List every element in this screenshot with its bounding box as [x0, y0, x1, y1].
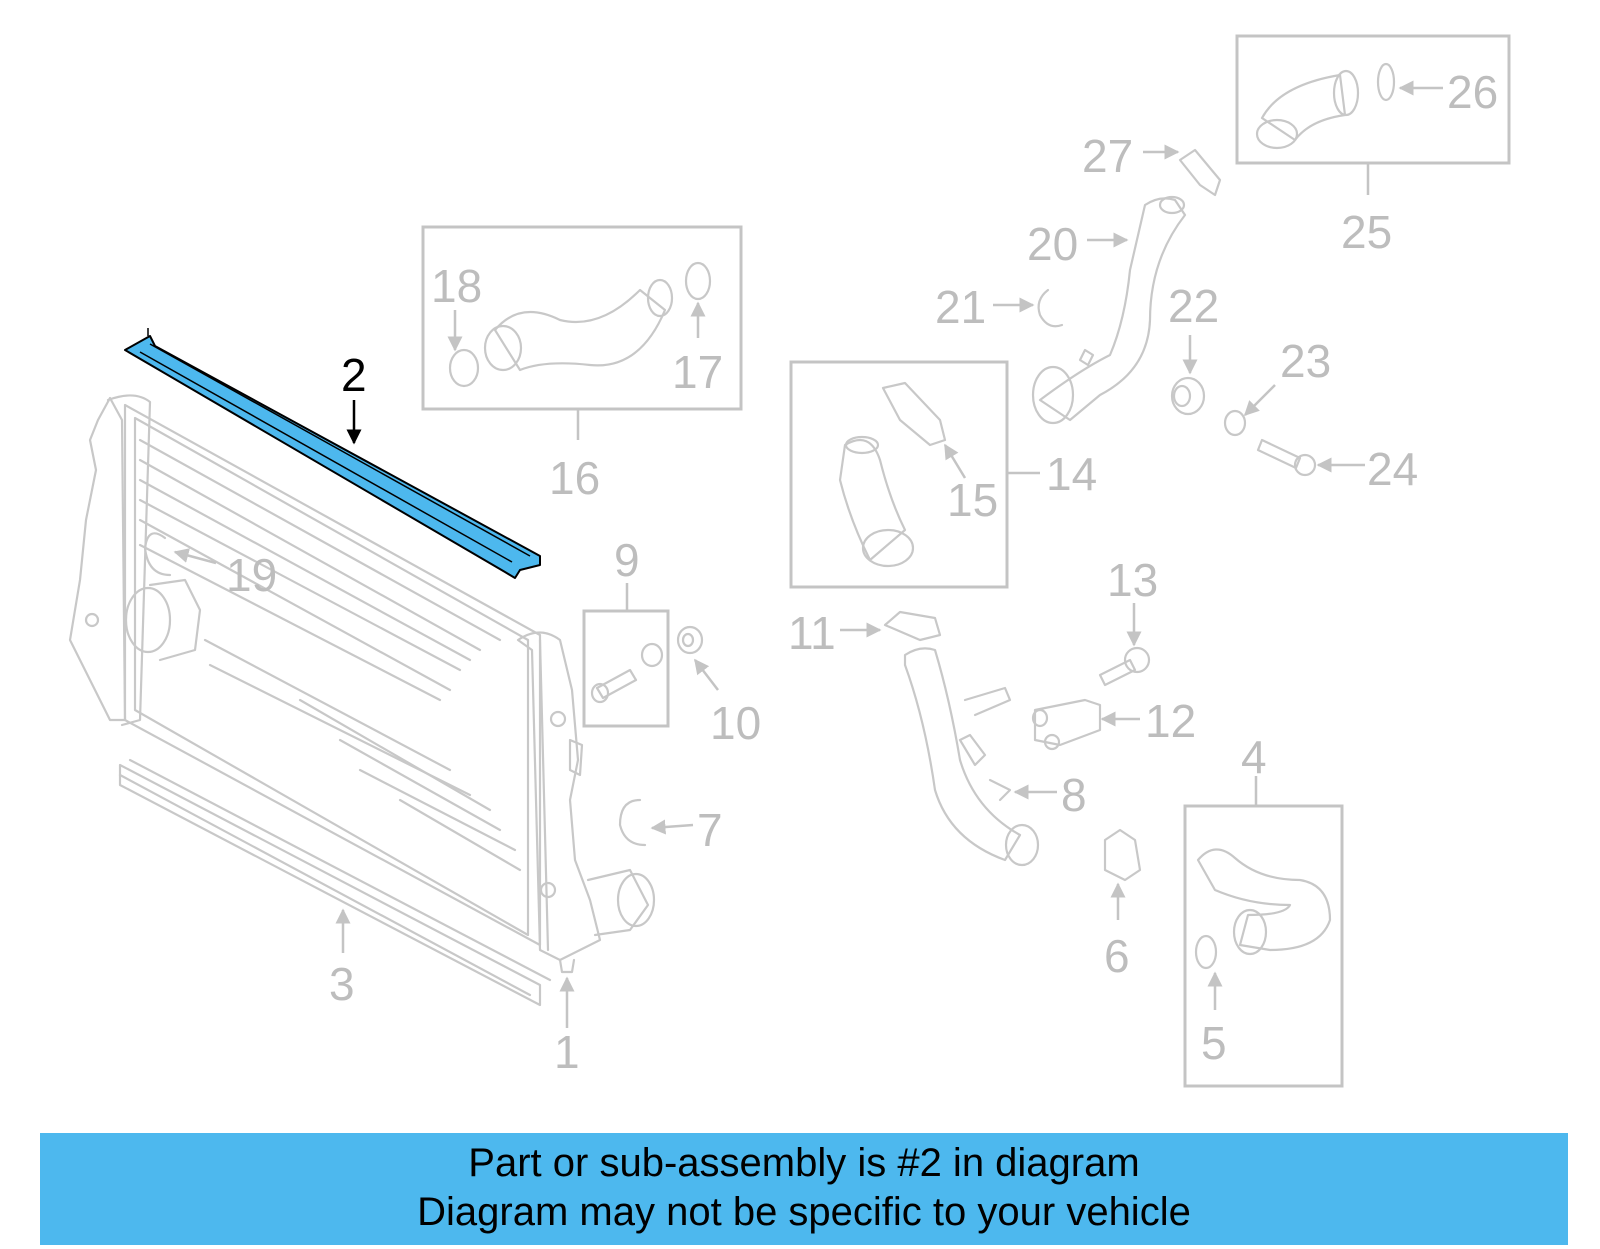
label-26: 26 [1447, 66, 1498, 118]
label-6: 6 [1104, 930, 1130, 982]
label-7: 7 [697, 804, 723, 856]
upper-seal-highlighted [124, 328, 541, 579]
label-15: 15 [947, 474, 998, 526]
label-16: 16 [549, 452, 600, 504]
leader-lines [173, 80, 1443, 1028]
banner-line-1: Part or sub-assembly is #2 in diagram [468, 1141, 1140, 1185]
label-24: 24 [1367, 443, 1418, 495]
clamp-7 [618, 798, 647, 847]
lower-seal [118, 758, 552, 1007]
label-4: 4 [1241, 731, 1267, 783]
bolts-9 [590, 642, 664, 704]
hose-16 [448, 261, 712, 388]
label-19: 19 [226, 549, 277, 601]
sensor-12 [1031, 698, 1102, 751]
intercooler-core [68, 394, 656, 974]
label-21: 21 [935, 281, 986, 333]
washer-23 [1223, 409, 1247, 437]
hose-25 [1255, 62, 1396, 150]
clamp-27 [1178, 148, 1222, 197]
hose-8 [903, 647, 1040, 867]
label-20: 20 [1027, 218, 1078, 270]
label-10: 10 [710, 697, 761, 749]
label-5: 5 [1201, 1017, 1227, 1069]
clamp-19 [143, 532, 172, 577]
box-9 [582, 609, 670, 728]
hose-20 [1031, 195, 1187, 425]
label-18: 18 [431, 260, 482, 312]
box-14 [789, 360, 1009, 589]
callout-labels: 2 1 3 4 5 6 7 8 9 10 11 12 13 14 15 16 1… [226, 66, 1498, 1078]
bolt-24 [1256, 438, 1317, 477]
label-25: 25 [1341, 206, 1392, 258]
box-4 [1183, 804, 1344, 1088]
label-11: 11 [788, 607, 836, 659]
label-14: 14 [1046, 448, 1097, 500]
box-16 [421, 225, 743, 411]
screw-13 [1098, 646, 1151, 687]
label-13: 13 [1107, 554, 1158, 606]
grommet-10 [676, 625, 704, 655]
label-1: 1 [554, 1026, 580, 1078]
label-9: 9 [614, 534, 640, 586]
banner-line-2: Diagram may not be specific to your vehi… [417, 1190, 1191, 1234]
label-8: 8 [1061, 769, 1087, 821]
label-2: 2 [341, 349, 367, 401]
bushing-22 [1170, 376, 1206, 416]
label-17: 17 [672, 346, 723, 398]
hose-4 [1194, 848, 1332, 970]
clamp-21 [1037, 288, 1064, 328]
info-banner: Part or sub-assembly is #2 in diagram Di… [40, 1133, 1568, 1245]
box-25 [1235, 34, 1511, 165]
label-23: 23 [1280, 335, 1331, 387]
hose-14 [838, 381, 947, 568]
label-27: 27 [1082, 130, 1133, 182]
label-12: 12 [1145, 695, 1196, 747]
clamp-6 [1103, 828, 1142, 882]
label-3: 3 [329, 958, 355, 1010]
label-22: 22 [1168, 280, 1219, 332]
clamp-11 [883, 610, 942, 642]
